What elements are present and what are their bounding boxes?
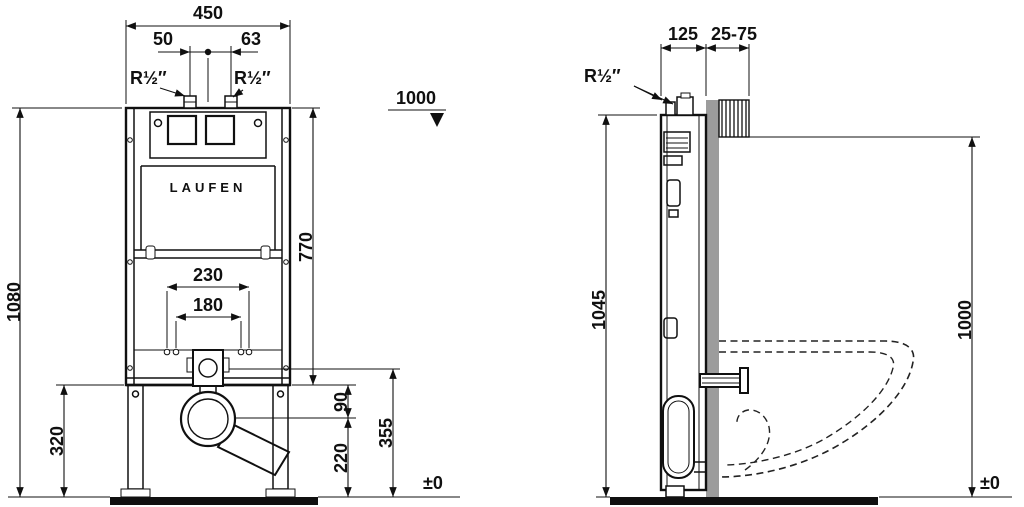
actuator-box (149, 111, 267, 159)
dim-1080-label: 1080 (4, 282, 24, 322)
front-view: LAUFEN (4, 3, 460, 505)
dim-90-label: 90 (331, 392, 351, 412)
conn-side-label: R½″ (584, 66, 621, 86)
floor-side (610, 497, 878, 505)
tank-clip-right (260, 245, 271, 260)
dim-fixing-spans: 230 180 (166, 265, 250, 348)
dim-180-label: 180 (193, 295, 223, 315)
wall-hatch-block (718, 99, 750, 138)
dim-355-label: 355 (376, 418, 396, 448)
foot-left (120, 488, 151, 498)
bowl-inner (719, 351, 895, 466)
dim-depth-group: 125 25-75 (660, 24, 757, 96)
dim-320-label: 320 (47, 426, 67, 456)
fixing-hole-right (253, 118, 263, 128)
side-foot (665, 485, 685, 498)
dim-125-label: 125 (668, 24, 698, 44)
dim-width-450: 450 (125, 3, 291, 104)
wc-bowl-outline (718, 340, 915, 478)
flush-bend-fitting (192, 349, 224, 387)
side-view: 125 25-75 R½″ 1045 1000 (584, 24, 1012, 505)
conn-left-label: R½″ (130, 68, 167, 88)
dim-offsets-50-63: 50 63 (153, 29, 261, 102)
dim-320: 320 (47, 384, 124, 497)
dim-body-770: 770 (292, 107, 356, 386)
dim-1000-front-label: 1000 (396, 88, 436, 108)
side-connection-b (676, 96, 694, 116)
dim-1000-side-label: 1000 (955, 300, 975, 340)
side-drain-bend (662, 395, 695, 479)
dim-1045-label: 1045 (589, 290, 609, 330)
conn-right-label: R½″ (234, 68, 271, 88)
drain-bend-inner (187, 398, 229, 440)
leg-left (127, 384, 144, 490)
connection-callouts: R½″ R½″ (130, 68, 271, 98)
side-dimensions: 125 25-75 R½″ 1045 1000 (584, 24, 1012, 498)
center-mark (204, 48, 212, 56)
datum-side-label: ±0 (980, 473, 1000, 493)
dim-63-label: 63 (241, 29, 261, 49)
side-frame (659, 92, 749, 498)
side-connection-callout: R½″ (584, 66, 674, 105)
dim-total-1080: 1080 (4, 107, 122, 498)
bowl-support-bracket (699, 373, 745, 388)
wall-finish-bar (706, 100, 719, 505)
front-frame: LAUFEN (120, 95, 296, 498)
fill-valve (663, 131, 691, 153)
dim-50-label: 50 (153, 29, 173, 49)
down-arrow (430, 113, 444, 127)
flush-opening-right (204, 114, 236, 146)
lower-bracket (663, 317, 678, 339)
tank-clip-left (145, 245, 156, 260)
dim-770-label: 770 (296, 232, 316, 262)
bowl-trap (736, 409, 771, 471)
foot-right (265, 488, 296, 498)
floor-front (110, 497, 318, 505)
dim-450-label: 450 (193, 3, 223, 23)
fixing-hole-left (153, 118, 163, 128)
dim-1000-side: 1000 (721, 136, 1012, 498)
flush-opening-left (166, 114, 198, 146)
datum-front-label: ±0 (423, 473, 443, 493)
dim-230-label: 230 (193, 265, 223, 285)
dim-actuator-1000: 1000 (388, 88, 446, 127)
bowl-outer (718, 340, 915, 478)
dim-220-label: 220 (331, 443, 351, 473)
service-opening (666, 179, 681, 207)
dim-1045: 1045 (589, 114, 657, 498)
front-dimensions: 450 50 63 R½″ R½″ (4, 3, 460, 498)
dim-25-75-label: 25-75 (711, 24, 757, 44)
brand-logo: LAUFEN (170, 180, 247, 195)
dim-right-stack: 90 220 355 (229, 368, 460, 498)
side-connection-a (665, 101, 676, 116)
